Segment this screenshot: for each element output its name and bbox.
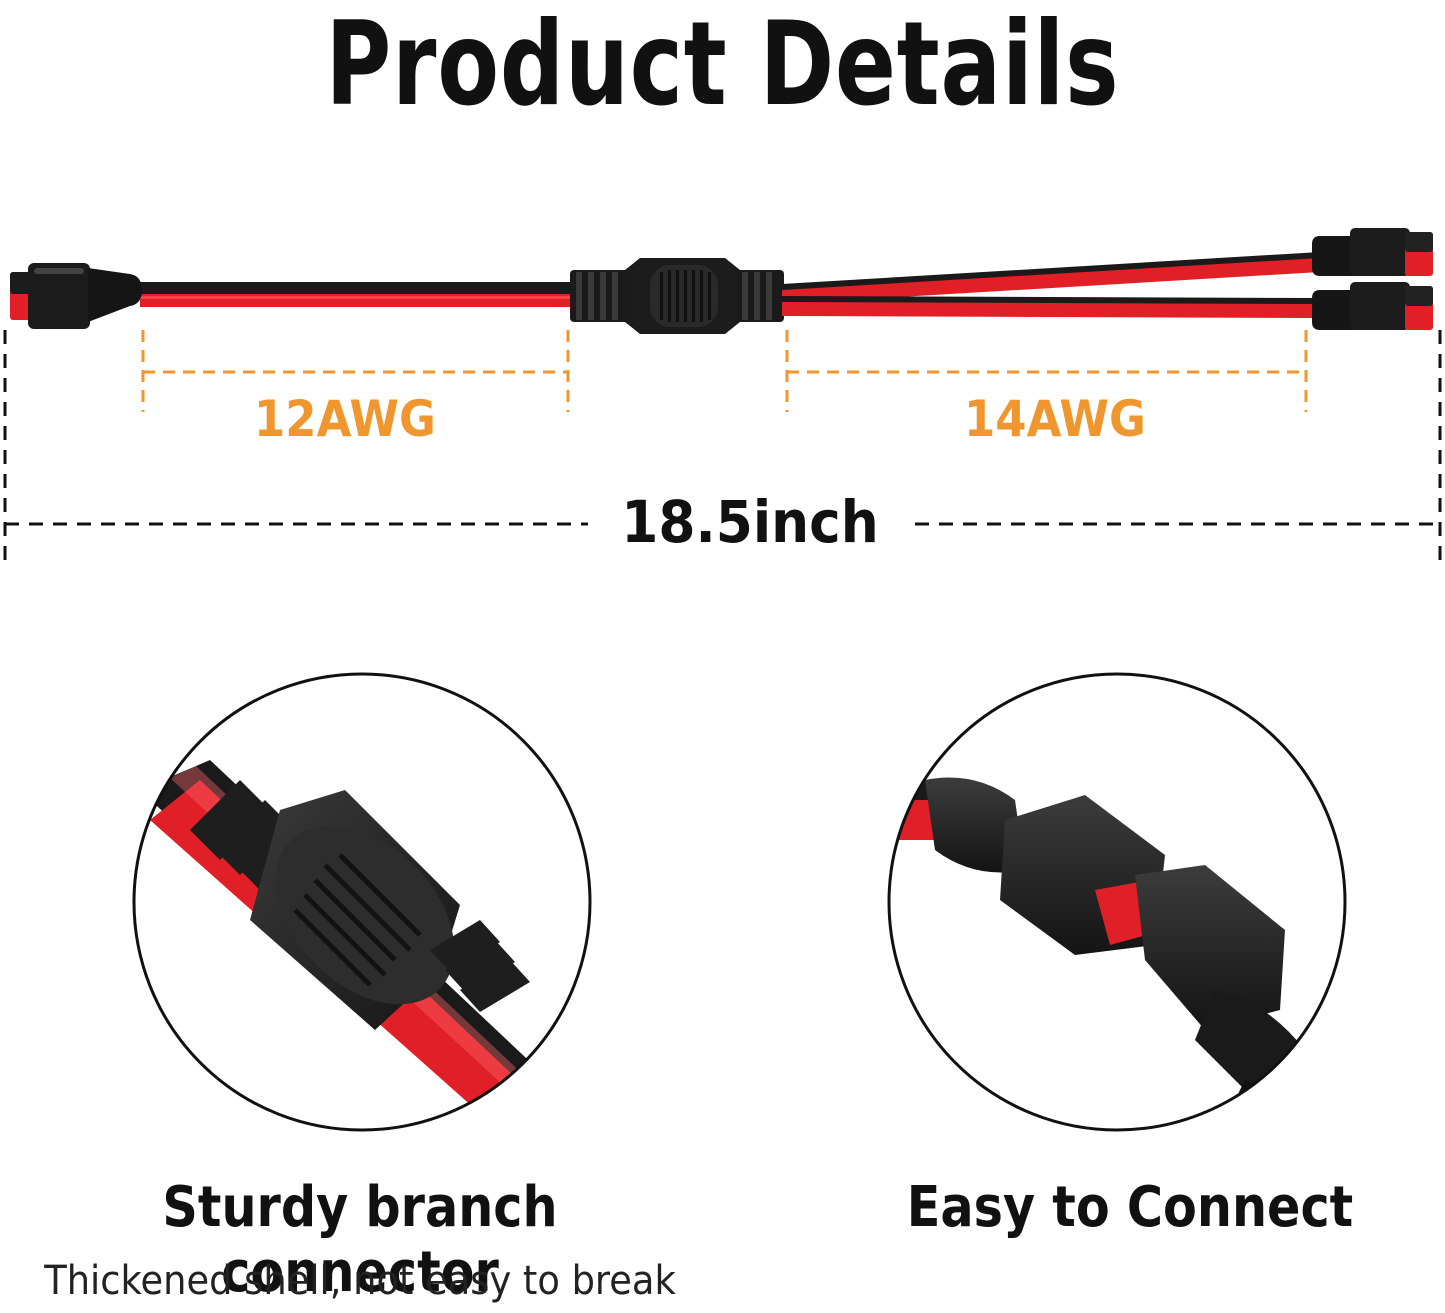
gauge-label-right: 14AWG <box>963 390 1146 448</box>
left-wire <box>140 282 580 307</box>
total-length-label: 18.5inch <box>621 488 879 556</box>
right-connector-plug-top <box>1312 228 1433 276</box>
right-wires <box>782 252 1320 318</box>
feature-title-connect: Easy to Connect <box>906 1175 1354 1240</box>
connector-mating-closeup <box>887 672 1347 1132</box>
branch-connector-closeup <box>132 672 592 1132</box>
left-connector-plug <box>10 263 142 329</box>
total-length-dimension <box>3 330 1442 560</box>
gauge-dimension-left <box>141 330 570 412</box>
gauge-label-left: 12AWG <box>253 390 436 448</box>
branch-connector-body <box>570 258 784 334</box>
cable-illustration <box>3 228 1442 560</box>
gauge-dimension-right <box>785 330 1308 412</box>
feature-subtitle-branch: Thickened shell, not easy to break <box>44 1258 676 1304</box>
right-connector-plug-bottom <box>1312 282 1433 330</box>
feature-title-branch: Sturdy branch connector <box>162 1175 558 1305</box>
page-title: Product Details <box>325 0 1120 132</box>
